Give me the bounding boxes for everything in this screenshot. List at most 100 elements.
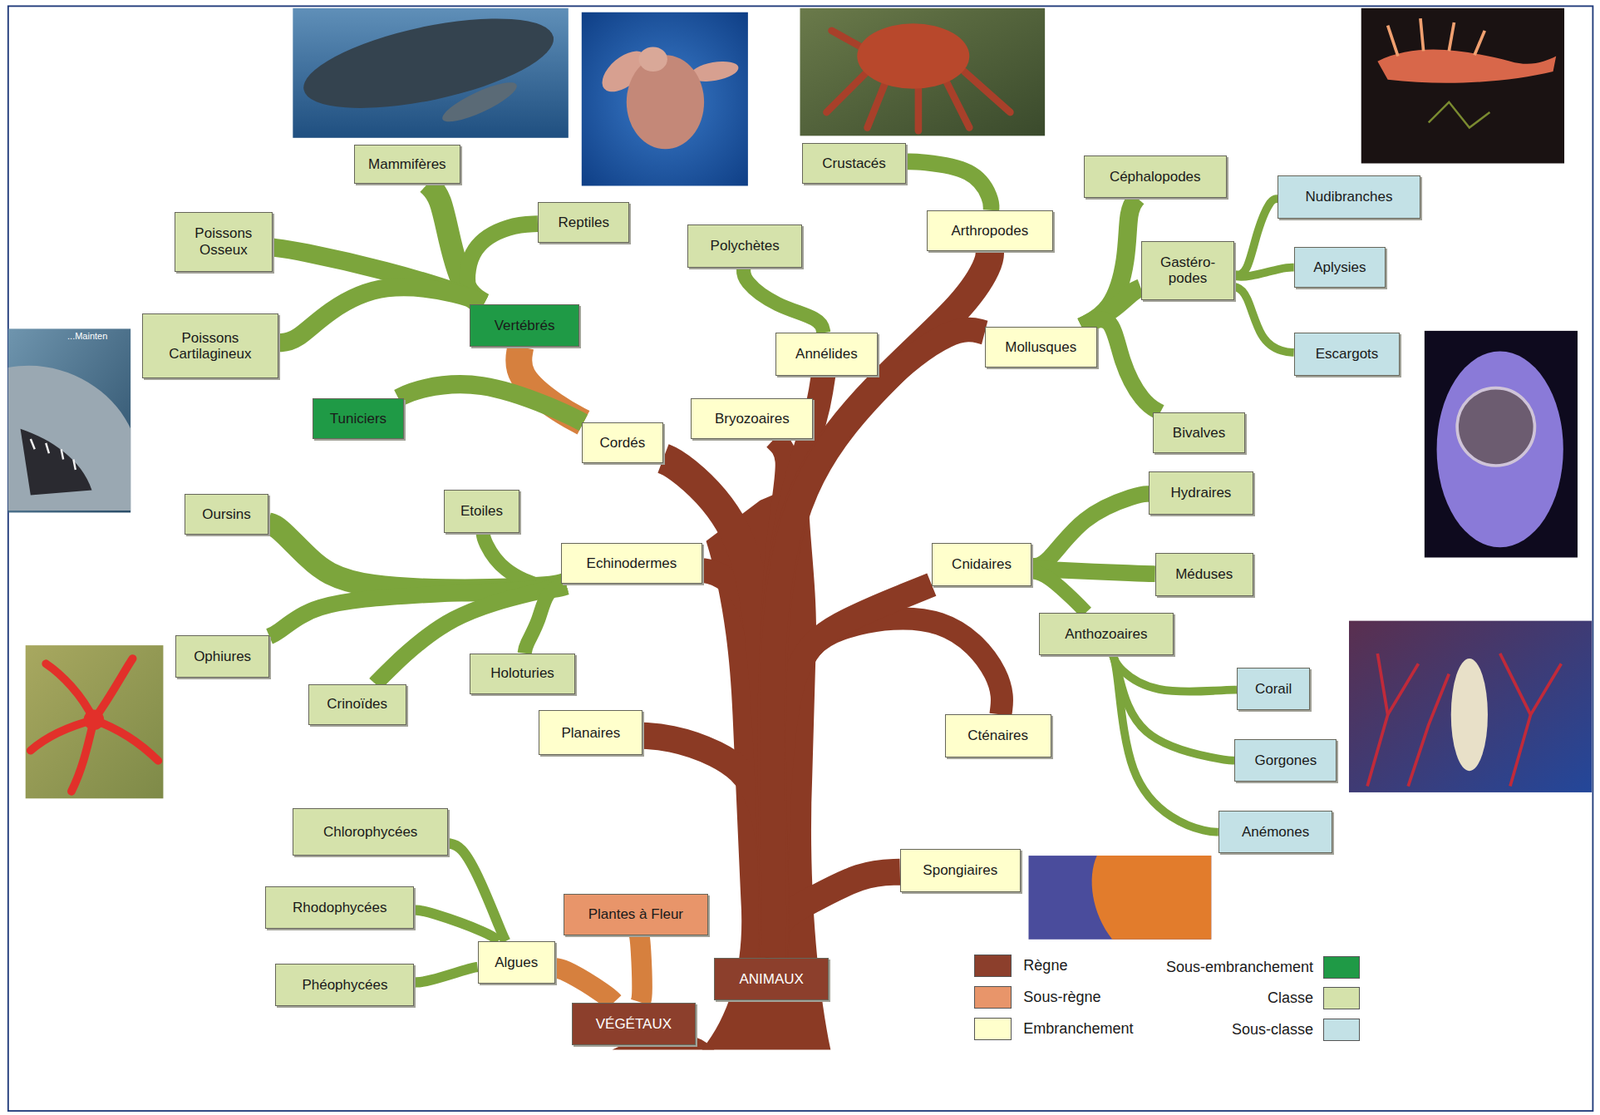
shell [1457, 388, 1535, 466]
tree-branch [905, 161, 991, 211]
node-label: Algues [494, 954, 538, 971]
class-box: Poissons Osseux [174, 211, 273, 271]
tree-branch [413, 910, 498, 941]
class-box: Ophiures [175, 635, 270, 679]
shell-photo [1424, 330, 1578, 558]
node-label: Bryozoaires [714, 410, 790, 428]
tree-branch [1234, 267, 1294, 277]
node-label: Bivalves [1172, 424, 1226, 442]
crab-body [856, 23, 970, 89]
node-label: Aplysies [1313, 259, 1366, 276]
tree-branch [524, 583, 566, 654]
node-label: Ophiures [193, 648, 252, 665]
class-box: Gastéro- podes [1141, 241, 1236, 301]
nudibranch-body [1377, 49, 1556, 84]
class-box: Bivalves [1152, 412, 1245, 453]
class-box: Méduses [1155, 552, 1254, 596]
node-label: Anthozoaires [1064, 625, 1148, 643]
node-label: Corail [1255, 680, 1292, 698]
subclass-box: Gorgones [1234, 738, 1337, 783]
mantle [1437, 350, 1564, 547]
class-box: Céphalopodes [1083, 155, 1227, 199]
legend-text: Sous-règne [1023, 985, 1101, 1009]
legend-swatch [1323, 955, 1360, 979]
node-label: Céphalopodes [1109, 168, 1202, 186]
frame [8, 5, 1594, 1111]
node-label: Oursins [201, 506, 252, 523]
node-label: Mammifères [368, 156, 447, 173]
class-box: Chlorophycées [292, 807, 448, 855]
node-label: VÉGÉTAUX [595, 1015, 672, 1033]
node-label: Nudibranches [1305, 188, 1394, 206]
phylum-box: Annélides [775, 332, 878, 376]
legend-swatch [1323, 1018, 1360, 1041]
class-box: Polychètes [687, 224, 803, 268]
hydroid [1428, 102, 1491, 128]
class-box: Mammifères [354, 144, 461, 184]
legend-text: Embranchement [1023, 1017, 1133, 1040]
node-label: Cnidaires [951, 556, 1012, 573]
node-label: Anémones [1241, 823, 1310, 841]
node-label: Méduses [1175, 566, 1233, 583]
class-box: Rhodophycées [265, 886, 414, 930]
node-label: Crinoïdes [326, 695, 388, 713]
star-disc [83, 708, 105, 730]
node-label: Polychètes [710, 237, 780, 255]
class-box: Etoiles [443, 489, 520, 533]
node-label: Planaires [561, 724, 621, 742]
class-box: Poissons Cartilagineux [142, 313, 280, 380]
class-box: Oursins [184, 493, 269, 535]
tree-branch [1112, 654, 1219, 832]
class-box: Reptiles [537, 201, 630, 243]
subclass-box: Escargots [1294, 332, 1401, 376]
node-label: Escargots [1315, 345, 1379, 363]
phylum-box: Echinodermes [561, 542, 702, 584]
class-box: Crustacés [802, 142, 906, 184]
node-label: Annélides [795, 345, 858, 363]
tree-branch [1234, 198, 1278, 275]
tree-branch [1112, 654, 1237, 692]
node-label: Phéophycées [301, 976, 388, 994]
node-label: Reptiles [558, 214, 610, 232]
tree-branch [398, 384, 584, 423]
legend-swatch [974, 1017, 1011, 1040]
phylum-box: Mollusques [984, 326, 1098, 368]
node-label: Rhodophycées [292, 899, 387, 916]
node-label: Echinodermes [586, 555, 678, 572]
shark-teeth [30, 438, 76, 470]
tree-branch [1031, 571, 1087, 612]
gorgonian [1367, 653, 1561, 787]
node-label: Spongiaires [922, 861, 998, 879]
tree-branch [555, 967, 615, 1002]
node-label: Plantes à Fleur [588, 905, 684, 923]
class-box: Anthozoaires [1038, 612, 1174, 656]
nudibranch-photo [1361, 8, 1565, 164]
legend-text: Classe [1078, 986, 1314, 1010]
subclass-box: Nudibranches [1277, 175, 1421, 219]
phylum-box: Cordés [581, 422, 664, 463]
whale-fin [438, 75, 521, 129]
starfish-photo [25, 644, 164, 798]
legend-swatch [974, 954, 1011, 977]
tree-branch [743, 267, 823, 334]
shark-head [8, 365, 131, 511]
legend-text: Sous-classe [1078, 1018, 1314, 1041]
polyps [1451, 658, 1488, 771]
phylum-box: Algues [477, 940, 556, 985]
subclass-box: Aplysies [1294, 246, 1386, 288]
class-box: Crinoïdes [308, 684, 407, 725]
sponge-photo [1028, 855, 1212, 940]
node-label: Tuniciers [329, 410, 387, 428]
phylum-box: Cnidaires [931, 542, 1032, 586]
crab-photo [800, 8, 1046, 137]
subphylum-box: Tuniciers [312, 398, 404, 439]
node-label: ANIMAUX [738, 970, 803, 988]
node-label: Gorgones [1255, 752, 1318, 769]
shark-photo [8, 328, 131, 512]
legend-swatch [1323, 986, 1360, 1010]
kingdom-box: VÉGÉTAUX [571, 1002, 697, 1046]
node-label: Holoturies [490, 664, 555, 682]
tree-branch [772, 584, 932, 957]
